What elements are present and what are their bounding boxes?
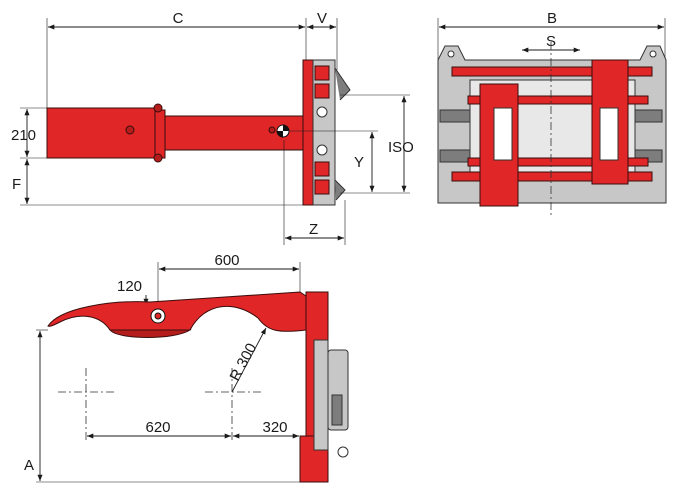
- front-view: B S: [437, 10, 667, 215]
- rail-bottom: [451, 171, 653, 182]
- dimension-y-label: Y: [354, 154, 364, 171]
- radius-300-label: R 300: [227, 341, 261, 384]
- hook-bottom: [334, 179, 346, 201]
- bolt-top: [153, 103, 163, 113]
- curved-arm: [47, 291, 307, 332]
- side-view: C V: [11, 10, 414, 245]
- dimension-120-label: 120: [117, 278, 142, 295]
- dimension-f-label: F: [12, 176, 21, 193]
- dimension-620-label: 620: [145, 419, 170, 436]
- hook-top: [334, 67, 351, 101]
- rail-inner-bottom: [467, 157, 649, 167]
- dimension-iso-label: ISO: [388, 139, 414, 156]
- arm-joint: [154, 109, 166, 159]
- plan-view: 600 120 R 300 620 320 A: [24, 252, 349, 483]
- dimension-b-label: B: [547, 10, 557, 27]
- pin-inner: [268, 126, 276, 134]
- dimension-210-label: 210: [11, 127, 36, 144]
- rail-inner-top: [467, 95, 649, 105]
- carriage-plate: [302, 59, 314, 206]
- bolt-bottom: [153, 153, 163, 163]
- dimension-s-label: S: [546, 33, 556, 50]
- rollers: [314, 65, 330, 195]
- dimension-v-label: V: [317, 10, 327, 27]
- dimension-a-label: A: [24, 457, 34, 474]
- arm-outer: [46, 107, 160, 159]
- dimension-600-label: 600: [214, 252, 239, 269]
- dimension-c-label: C: [173, 10, 184, 27]
- dimension-z-label: Z: [309, 221, 318, 238]
- dimension-320-label: 320: [262, 419, 287, 436]
- rail-top: [451, 66, 653, 77]
- pin: [125, 125, 135, 135]
